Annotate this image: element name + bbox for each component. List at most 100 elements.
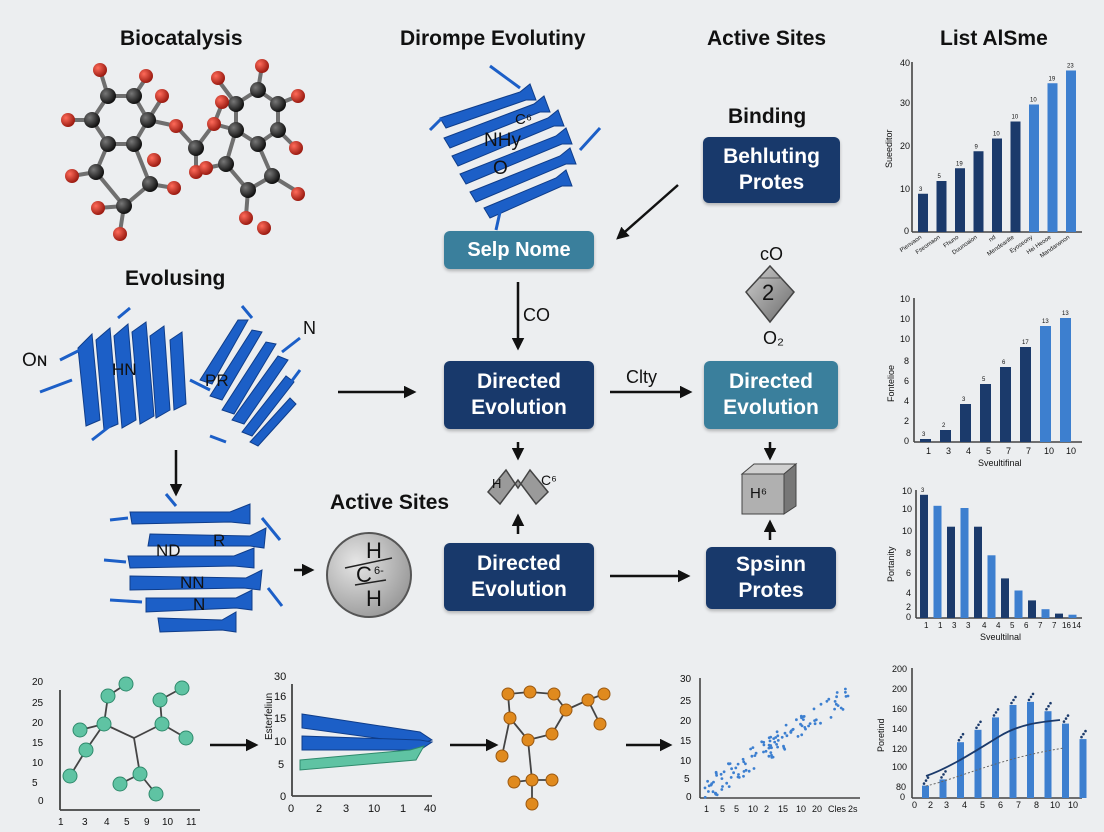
bar4-point [979,720,982,724]
header-list-alsme: List AlSme [940,27,1048,50]
bar2-bar [1020,347,1031,442]
svg-text:10: 10 [1066,446,1076,456]
scatter-point [808,722,812,725]
svg-text:1: 1 [924,621,929,630]
bar3-bar [1028,600,1036,618]
svg-text:10: 10 [1050,800,1060,810]
protein-top-c: C⁶ [515,111,532,128]
scatter-point [773,740,777,744]
bar1-value-label: 10 [1012,115,1019,121]
bar3-bar [1068,614,1077,618]
scatter-point [784,723,788,727]
svg-text:6: 6 [906,568,911,578]
svg-text:4: 4 [104,817,110,828]
bar4-bar [957,742,964,798]
scatter-point [796,735,800,738]
bar1-value-label: 10 [1030,98,1037,104]
svg-text:1: 1 [400,803,406,815]
scatter-point [771,755,775,759]
svg-text:2: 2 [906,602,911,612]
svg-text:10: 10 [680,756,692,767]
scatter-point [799,722,802,726]
svg-text:0: 0 [686,792,692,803]
scatter-point [789,731,793,734]
svg-text:10: 10 [32,758,44,769]
svg-text:20: 20 [812,804,822,814]
svg-text:1: 1 [704,804,709,814]
box-behluting-protes: Behluting Protes [703,137,840,203]
svg-text:5: 5 [980,800,985,810]
bar4-bar [1079,739,1087,798]
svg-text:4: 4 [982,621,987,630]
scatter-point [844,690,847,694]
header-active-sites-top: Active Sites [707,27,827,50]
scatter-point [835,691,839,694]
bar2-value-label: 13 [1042,319,1049,325]
cube-shape [740,462,798,515]
bar1-bar [973,151,984,232]
bar2-bar [960,404,971,442]
bar2-value-label: 5 [982,377,986,383]
v-h: H [492,476,501,491]
svg-text:3: 3 [343,803,349,815]
scatter-point [722,770,726,774]
bar4-point [1080,735,1083,739]
svg-text:6: 6 [1024,621,1029,630]
bar3-bar [987,555,996,618]
bar4-bar [1027,701,1034,798]
svg-text:Sveultilnal: Sveultilnal [980,632,1021,642]
scatter-point [720,788,724,791]
svg-text:30: 30 [274,671,286,683]
bar4-point [996,708,1000,711]
header-dirompe-evolutiny: Dirompe Evolutiny [400,27,586,50]
scatter-point [767,746,771,750]
scatter-point [769,751,773,754]
bar2-value-label: 2 [942,423,946,429]
scatter-point [800,716,803,720]
bar3-value-label: 3 [921,488,925,494]
svg-text:15: 15 [274,713,286,725]
scatter-point [785,734,789,738]
bar2-bar [1040,326,1051,442]
bar4-point [940,776,943,779]
bar4-point [924,779,928,782]
scatter-point [833,707,836,711]
svg-text:15: 15 [32,738,44,749]
bar1-bar [1029,104,1039,232]
protein-top-o: O [493,158,508,179]
svg-text:Sueeditor: Sueeditor [884,129,894,168]
svg-text:140: 140 [892,724,907,734]
svg-text:11: 11 [186,817,197,828]
bar4-point [1045,707,1048,711]
svg-text:0: 0 [900,792,905,802]
svg-text:Poretind: Poretind [876,718,886,752]
scatter-point [762,743,766,747]
scatter-point [768,739,772,743]
header-binding: Binding [728,105,807,128]
svg-text:100: 100 [892,762,907,772]
bar1-bar [955,168,965,232]
scatter-point [829,716,833,719]
svg-text:8: 8 [1034,800,1039,810]
network-orange [495,685,611,811]
bar4-point [1014,695,1017,699]
svg-text:7: 7 [1016,800,1021,810]
svg-text:7: 7 [1038,621,1043,630]
scatter-point [827,697,831,701]
bar4-point [1012,698,1015,702]
svg-text:1: 1 [926,446,931,456]
svg-text:25: 25 [32,698,44,709]
scatter-point [812,707,816,711]
bar4-point [1064,717,1068,720]
svg-text:0: 0 [288,803,294,815]
svg-text:10: 10 [274,736,286,748]
label-o2: O₂ [763,328,784,348]
scatter-point [703,786,707,790]
svg-text:200: 200 [892,684,907,694]
scatter-point [734,766,738,770]
scatter-point [767,754,771,758]
scatter-point [715,774,718,777]
svg-text:20: 20 [680,716,692,727]
